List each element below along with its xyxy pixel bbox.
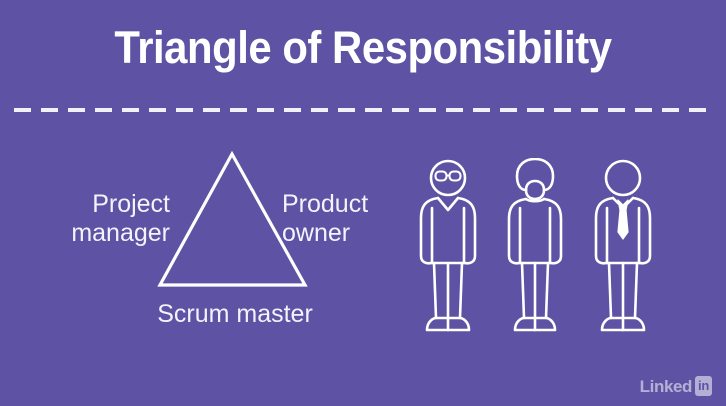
person-with-bob-hair-icon (507, 158, 563, 332)
people-illustration (419, 158, 652, 332)
linkedin-logo: Linked in (640, 376, 712, 396)
necktie-shape (617, 199, 629, 240)
label-product-owner: Product owner (282, 190, 412, 248)
linkedin-in-badge: in (695, 376, 712, 396)
label-project-manager-line2: manager (71, 219, 170, 247)
page-title: Triangle of Responsibility (114, 22, 612, 73)
person-with-tie-icon (594, 159, 652, 332)
dashed-divider (14, 108, 712, 112)
label-scrum-master: Scrum master (157, 300, 313, 328)
triangle-diagram (157, 150, 308, 287)
label-product-owner-line2: owner (282, 219, 351, 247)
label-project-manager-line1: Project (92, 190, 170, 218)
linkedin-wordmark: Linked (639, 376, 693, 396)
label-project-manager: Project manager (48, 190, 170, 248)
person-with-glasses-icon (419, 159, 477, 332)
triangle-outline (157, 150, 308, 287)
label-product-owner-line1: Product (282, 190, 369, 218)
